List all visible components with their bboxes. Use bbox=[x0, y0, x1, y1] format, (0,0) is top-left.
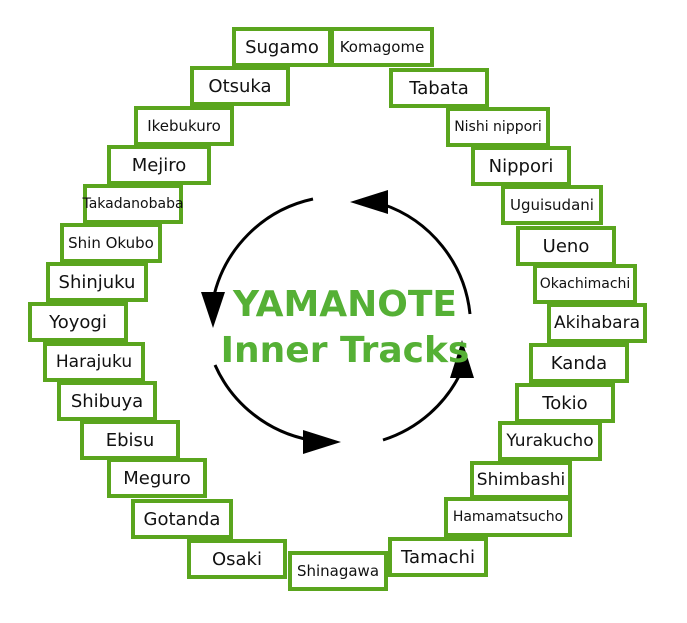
arc-top-left bbox=[211, 197, 314, 301]
station-uguisudani: Uguisudani bbox=[501, 185, 603, 225]
arrowhead-right bbox=[450, 340, 474, 378]
station-shin-okubo: Shin Okubo bbox=[60, 223, 162, 263]
station-ueno: Ueno bbox=[516, 226, 616, 266]
station-yurakucho: Yurakucho bbox=[498, 421, 602, 461]
arrowhead-bottom bbox=[303, 430, 341, 454]
title-line-2: Inner Tracks bbox=[220, 330, 470, 371]
station-otsuka: Otsuka bbox=[190, 66, 290, 106]
station-kanda: Kanda bbox=[529, 343, 629, 383]
station-yoyogi: Yoyogi bbox=[28, 302, 128, 342]
station-osaki: Osaki bbox=[187, 539, 287, 579]
station-nippori: Nippori bbox=[471, 146, 571, 186]
station-shibuya: Shibuya bbox=[57, 381, 157, 421]
station-ikebukuro: Ikebukuro bbox=[134, 106, 234, 146]
station-tokio: Tokio bbox=[515, 383, 615, 423]
title-line-1: YAMANOTE bbox=[232, 284, 458, 325]
arrowhead-left bbox=[201, 292, 225, 328]
station-ebisu: Ebisu bbox=[80, 420, 180, 460]
station-mejiro: Mejiro bbox=[107, 145, 211, 185]
station-nishi-nippori: Nishi nippori bbox=[446, 107, 550, 147]
station-shinagawa: Shinagawa bbox=[288, 551, 388, 591]
station-shimbashi: Shimbashi bbox=[470, 461, 572, 499]
arc-bottom-right bbox=[382, 369, 464, 442]
station-sugamo: Sugamo bbox=[232, 27, 332, 67]
station-komagome: Komagome bbox=[330, 27, 434, 67]
station-tabata: Tabata bbox=[389, 68, 489, 108]
station-shinjuku: Shinjuku bbox=[46, 262, 148, 302]
station-akihabara: Akihabara bbox=[547, 303, 647, 343]
station-tamachi: Tamachi bbox=[388, 537, 488, 577]
station-takadanobaba: Takadanobaba bbox=[82, 184, 184, 224]
arc-bottom-left bbox=[213, 364, 311, 442]
station-okachimachi: Okachimachi bbox=[533, 264, 637, 304]
diagram-title: YAMANOTE Inner Tracks bbox=[200, 282, 490, 374]
arrowhead-top bbox=[350, 190, 388, 214]
station-hamamatsucho: Hamamatsucho bbox=[444, 497, 572, 537]
station-harajuku: Harajuku bbox=[43, 342, 145, 382]
station-meguro: Meguro bbox=[107, 458, 207, 498]
arc-top-right bbox=[381, 202, 472, 315]
station-gotanda: Gotanda bbox=[131, 499, 233, 539]
